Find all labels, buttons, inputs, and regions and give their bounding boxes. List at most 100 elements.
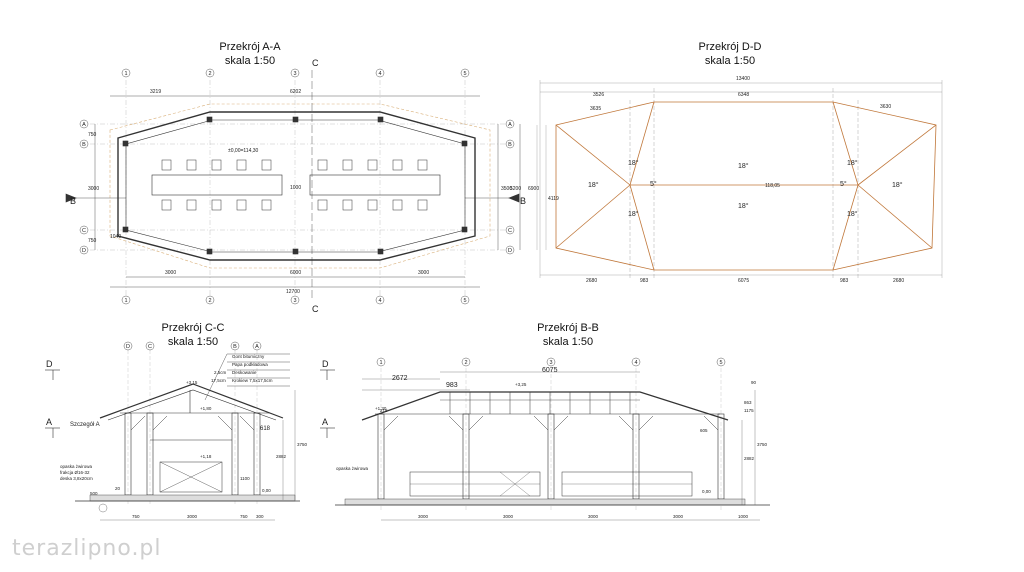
cc-note-3: deska 3,8x20cm xyxy=(60,476,93,481)
section-bb xyxy=(335,368,770,521)
cc-dim-right-3: 1100 xyxy=(240,476,250,481)
bb-level-1: +3,25 xyxy=(515,382,527,387)
bb-bottom-3: 3000 xyxy=(588,514,599,519)
dd-top-3: 3635 xyxy=(590,106,601,112)
axis-b-right: B xyxy=(508,142,512,148)
dim-left-3: 750 xyxy=(88,238,97,244)
cc-dimlines xyxy=(100,390,296,521)
bb-dim-right-2: 2882 xyxy=(744,456,755,461)
section-cc xyxy=(75,350,300,521)
dd-bottom-3: 6075 xyxy=(738,278,749,284)
cc-layers-box xyxy=(204,353,290,401)
cc-axis-d: D xyxy=(126,344,130,350)
bb-bottom-4: 3000 xyxy=(673,514,684,519)
section-cc-scale: skala 1:50 xyxy=(167,336,219,348)
section-bb-scale: skala 1:50 xyxy=(542,336,594,348)
cc-dim-right-2: 2882 xyxy=(276,454,287,459)
bb-dim-right-1: 3750 xyxy=(757,442,768,447)
layer-1: Gont bitumiczny xyxy=(232,354,265,359)
axis-labels-aa: 1 2 3 4 5 1 2 3 4 5 A B C D A B C D xyxy=(82,71,512,304)
cut-marker-labels: D A D A xyxy=(46,359,329,427)
cc-level-3: +1,18 xyxy=(200,454,212,459)
roof-dd-angles: 18° 18° 18° 5° 18° 18° 5° 18° 18° 18° xyxy=(588,159,903,218)
bb-labels: 2672 983 6075 +3,25 +1,30 0,00 3750 2882… xyxy=(336,367,768,519)
angle-8: 18° xyxy=(847,159,858,167)
angle-10: 18° xyxy=(892,181,903,189)
axis-3-bottom: 3 xyxy=(293,298,296,304)
axis-b-left: B xyxy=(82,142,86,148)
dd-top-1: 3526 xyxy=(593,92,604,98)
layer-dim-1: 2,5cm xyxy=(214,370,227,375)
cc-labels: Gont bitumiczny Papa podkładowa Deskowan… xyxy=(60,354,308,519)
dd-side-1: 6900 xyxy=(528,186,539,192)
section-dd-name: Przekrój D-D xyxy=(698,41,762,53)
angle-9: 18° xyxy=(847,210,858,218)
bb-braces xyxy=(383,415,719,431)
cc-table xyxy=(159,461,223,493)
cc-axis-bubbles xyxy=(123,341,262,351)
angle-2: 18° xyxy=(628,159,639,167)
layer-2: Papa podkładowa xyxy=(232,362,268,367)
cut-a-right: A xyxy=(322,417,328,427)
axis-d-right: D xyxy=(508,248,512,254)
bb-eave-dim: 605 xyxy=(700,428,708,433)
bb-axis-3: 3 xyxy=(549,360,552,366)
bb-bottom-1: 3000 xyxy=(418,514,429,519)
section-cc-name: Przekrój C-C xyxy=(161,322,225,334)
plan-aa-dimlines xyxy=(70,70,521,300)
section-cc-title: Przekrój C-C skala 1:50 xyxy=(143,321,243,349)
section-aa-scale: skala 1:50 xyxy=(224,55,276,67)
cc-bottom-4: 300 xyxy=(256,514,264,519)
bb-floor xyxy=(344,498,746,506)
axis-a-left: A xyxy=(82,122,86,128)
dim-top-2: 6202 xyxy=(290,89,301,95)
bb-post-4 xyxy=(632,413,640,500)
cc-dim-right-1: 3750 xyxy=(297,442,308,447)
table-left xyxy=(151,174,283,196)
cc-roof xyxy=(99,383,284,419)
roof-dd-labels: 13400 3526 6348 3635 3630 2680 983 6075 … xyxy=(528,76,904,284)
dim-right-2: 5200 xyxy=(510,186,521,192)
dd-bottom-2: 983 xyxy=(640,278,649,284)
cut-b-left: B xyxy=(70,196,76,206)
chairs xyxy=(161,159,428,211)
bb-axis-4: 4 xyxy=(634,360,637,366)
cc-braces xyxy=(130,415,255,441)
roof-dd xyxy=(536,80,943,278)
bb-roof xyxy=(361,391,729,421)
bb-post-2 xyxy=(462,413,470,500)
cut-c-top: C xyxy=(312,58,319,68)
axis-c-right: C xyxy=(508,228,512,234)
cut-b-left-arrow xyxy=(65,193,77,203)
axis-5-top: 5 xyxy=(463,71,466,77)
dim-bottom-2: 6000 xyxy=(290,270,301,276)
cut-d-right: D xyxy=(322,359,329,369)
cut-b-right: B xyxy=(520,196,526,206)
section-aa-title: Przekrój A-A skala 1:50 xyxy=(200,40,300,68)
bb-dim-right-3: 1175 xyxy=(744,408,754,413)
bb-axis-bubbles xyxy=(376,357,726,367)
cc-axis-b: B xyxy=(233,344,237,350)
axis-5-bottom: 5 xyxy=(463,298,466,304)
axis-2-bottom: 2 xyxy=(208,298,211,304)
dim-right-1: 3500 xyxy=(501,186,512,192)
axis-2-top: 2 xyxy=(208,71,211,77)
cc-axis-c: C xyxy=(148,344,152,350)
bb-top-dim-2: 983 xyxy=(446,382,458,389)
axis-bubbles-aa xyxy=(79,68,515,305)
cut-d-left: D xyxy=(46,359,53,369)
section-dd-scale: skala 1:50 xyxy=(704,55,756,67)
dd-top-4: 3630 xyxy=(880,104,891,110)
bb-axis-1: 1 xyxy=(379,360,382,366)
bb-axis-labels: 1 2 3 4 5 xyxy=(379,360,722,366)
plan-aa-labels: 3219 6202 3000 6000 3000 12700 750 3000 … xyxy=(70,58,526,314)
bb-note: opaska żwirowa xyxy=(336,466,369,471)
roof-dd-dimlines xyxy=(536,80,943,278)
layer-3: Deskowanie xyxy=(232,370,257,375)
dim-total: 12700 xyxy=(286,289,300,295)
axis-1-bottom: 1 xyxy=(124,298,127,304)
cut-markers-cc xyxy=(45,369,335,438)
axis-4-bottom: 4 xyxy=(378,298,381,304)
axis-1-top: 1 xyxy=(124,71,127,77)
level-aa: ±0,00=114,30 xyxy=(228,148,259,154)
